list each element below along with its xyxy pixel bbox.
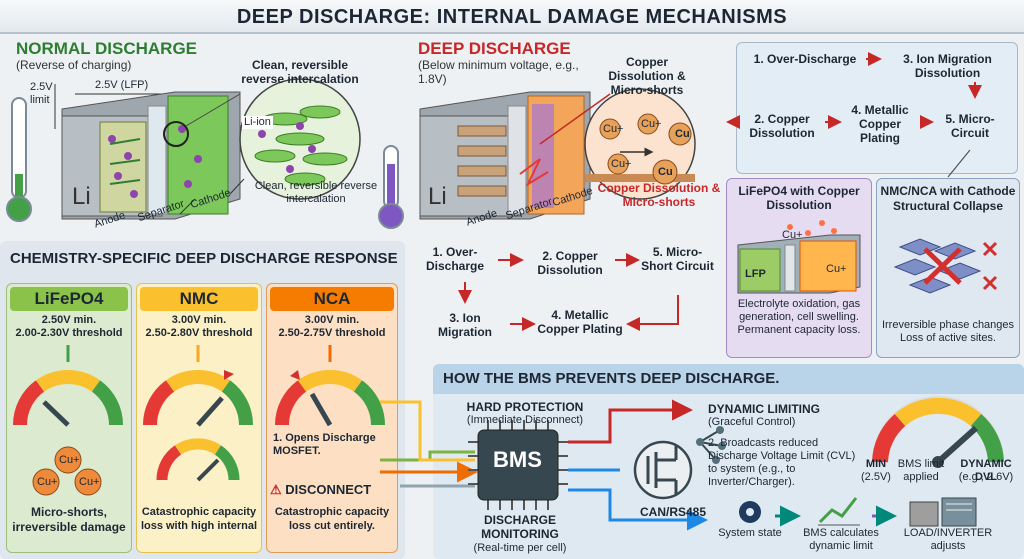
gauge-dyn-label: DYNAMIC DVL <box>960 458 1012 483</box>
gauge-min-value: (2.5V) <box>861 471 891 483</box>
lifepo4-name: LiFePO4 <box>10 287 128 311</box>
nca-name: NCA <box>270 287 394 311</box>
ion-cu-4: Cu+ <box>611 158 632 170</box>
gear-icon <box>739 501 761 523</box>
nca-min: 3.00V min. <box>304 314 360 326</box>
flow-arrows <box>458 253 679 331</box>
thermometer-icon <box>6 97 32 222</box>
gauge-icon <box>275 370 385 427</box>
gauge-mid-label: BMS limit applied <box>897 458 945 483</box>
warning-icon: ⚠ <box>270 482 286 497</box>
bms-chip-icon <box>468 420 568 510</box>
crystal-collapse-icon <box>893 238 998 294</box>
ion-cu-5: Cu <box>658 166 673 178</box>
lfp-panel-title: LiFePO4 with Copper Dissolution <box>738 184 860 212</box>
nca-alert: ⚠ DISCONNECT <box>270 482 371 498</box>
normal-bubble-title: Clean, reversible reverse intercalation <box>241 58 359 86</box>
process-step-4: 4. Metallic Copper Plating <box>851 103 909 145</box>
lfp-panel-text: Electrolyte oxidation, gas generation, c… <box>737 298 861 336</box>
nca-threshold: 2.50-2.75V threshold <box>278 327 386 339</box>
flow-step-3: 3. Ion Migration <box>438 311 492 339</box>
monitoring-sub: (Real-time per cell) <box>473 542 567 554</box>
nmc-panel-title: NMC/NCA with Cathode Structural Collapse <box>880 184 1016 213</box>
deep-bubble-title: Copper Dissolution & Micro-shorts <box>608 55 686 97</box>
nmc-panel-text: Irreversible phase changes Loss of activ… <box>881 319 1015 344</box>
lifepo4-threshold: 2.00-2.30V threshold <box>15 327 123 339</box>
lfp-cu-label: Cu+ <box>826 263 847 275</box>
flow-step-1: 1. Over-Discharge <box>425 245 485 273</box>
deep-subheading: (Below minimum voltage, e.g., 1.8V) <box>418 58 579 86</box>
monitoring-title: DISCHARGE MONITORING <box>481 513 559 541</box>
bms-chip-label: BMS <box>493 447 542 472</box>
normal-caption: Clean, reversible reverse intercalation <box>254 180 378 205</box>
process-step-2: 2. Copper Dissolution <box>749 112 815 140</box>
svg-text:Li: Li <box>428 183 447 210</box>
nmc-min: 3.00V min. <box>171 314 227 326</box>
nca-step: 1. Opens Discharge MOSFET. <box>273 432 376 457</box>
lfp-panel-ion: Cu+ <box>782 229 803 241</box>
step-bms-calculates: BMS calculates dynamic limit <box>803 527 879 552</box>
lfp-cell-label: LFP <box>745 268 766 280</box>
flow-step-4: 4. Metallic Copper Plating <box>537 308 623 336</box>
bms-diagram <box>380 396 1004 531</box>
ion-cu-3: Cu <box>675 128 690 140</box>
chem-ion-2: Cu+ <box>37 476 58 488</box>
process-step-1: 1. Over-Discharge <box>753 52 857 66</box>
gauge-icon <box>156 438 240 482</box>
nca-alert-text: DISCONNECT <box>285 482 372 497</box>
process-step-5: 5. Micro-Circuit <box>945 112 995 140</box>
flow-step-5: 5. Micro-Short Circuit <box>641 245 714 273</box>
nmc-threshold: 2.50-2.80V threshold <box>145 327 253 339</box>
step-system-state: System state <box>718 527 782 539</box>
normal-subheading: (Reverse of charging) <box>16 58 132 72</box>
hard-protection-title: HARD PROTECTION <box>466 400 584 414</box>
gauge-icon <box>13 370 123 427</box>
nmc-outcome: Catastrophic capacity loss with high int… <box>140 506 258 532</box>
deep-cell-illustration: Li <box>378 88 696 229</box>
gauge-min-label: MIN <box>865 458 887 470</box>
inverter-icon <box>909 497 977 527</box>
hard-protection-sub: (Immediate Disconnect) <box>466 414 584 426</box>
limit-voltage: 2.5V <box>30 81 53 93</box>
nmc-name: NMC <box>140 287 258 311</box>
lifepo4-min: 2.50V min. <box>41 314 97 326</box>
normal-cell-illustration: Li <box>6 78 361 222</box>
lifepo4-outcome: Micro-shorts, irreversible damage <box>12 505 126 534</box>
dynamic-limiting-title: DYNAMIC LIMITING <box>708 402 820 416</box>
step-load-inverter: LOAD/INVERTER adjusts <box>903 527 993 552</box>
process-step-3: 3. Ion Migration Dissolution <box>903 52 992 80</box>
gauge-dyn-value: (e.g., 2.6V) <box>958 471 1014 483</box>
chem-ion-3: Cu+ <box>79 476 100 488</box>
nca-outcome: Catastrophic capacity loss cut entirely. <box>274 506 390 532</box>
ion-cu-2: Cu+ <box>641 118 662 130</box>
lfp-cell-icon <box>737 220 861 294</box>
deep-heading: DEEP DISCHARGE <box>418 39 571 58</box>
deep-caption: Copper Dissolution & Micro-shorts <box>597 181 721 209</box>
chemistry-gauges <box>13 345 385 496</box>
dimension-label: 2.5V (LFP) <box>95 79 149 91</box>
thermometer-icon <box>378 145 404 229</box>
trend-chart-icon <box>818 497 860 526</box>
gauge-icon <box>143 370 253 427</box>
process-arrows <box>726 52 982 178</box>
dynamic-limiting-text: 2. Broadcasts reduced Discharge Voltage … <box>708 437 856 488</box>
chemistry-heading: CHEMISTRY-SPECIFIC DEEP DISCHARGE RESPON… <box>10 250 398 267</box>
bus-label: CAN/RS485 <box>640 505 707 519</box>
dynamic-limiting-sub: (Graceful Control) <box>708 416 796 428</box>
chem-ion-1: Cu+ <box>59 454 80 466</box>
limit-word: limit <box>30 94 50 106</box>
normal-heading: NORMAL DISCHARGE <box>16 39 198 58</box>
voltage-gauge-icon <box>872 396 1004 468</box>
bms-heading: HOW THE BMS PREVENTS DEEP DISCHARGE. <box>433 364 1024 394</box>
ion-cu-1: Cu+ <box>603 123 624 135</box>
li-ion-label: Li-ion <box>242 116 273 129</box>
mosfet-icon <box>633 440 693 500</box>
page-title: DEEP DISCHARGE: INTERNAL DAMAGE MECHANIS… <box>0 0 1024 34</box>
flow-step-2: 2. Copper Dissolution <box>537 249 603 277</box>
svg-text:Li: Li <box>72 183 91 210</box>
network-icon <box>696 426 726 464</box>
